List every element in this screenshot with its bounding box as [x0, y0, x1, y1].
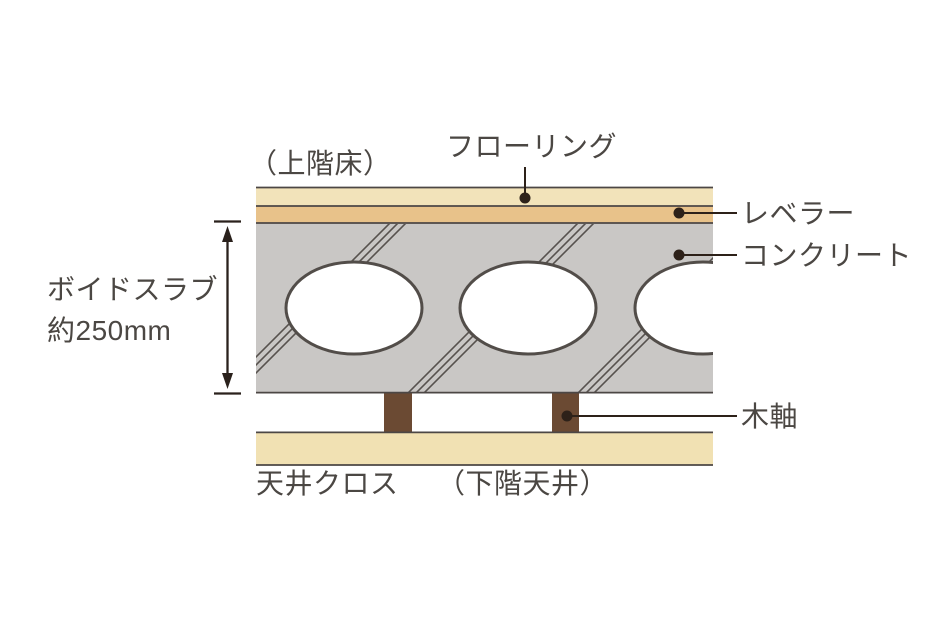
dimension-arrowhead-down: [222, 373, 233, 389]
leveler-layer: [256, 206, 713, 223]
label-flooring: フローリング: [446, 131, 618, 162]
void-ellipses: [284, 260, 713, 356]
concrete-leader: [673, 249, 737, 261]
dimension-arrowhead-up: [222, 226, 233, 242]
label-concrete: コンクリート: [741, 240, 913, 271]
void-ellipse-3: [633, 260, 713, 356]
leveler-leader: [673, 207, 737, 219]
void-ellipse-2: [458, 260, 598, 356]
flooring-leader-dot: [519, 192, 531, 204]
dimension-arrow: [214, 220, 241, 395]
label-lower-ceiling: （下階天井）: [437, 468, 609, 499]
wood-post-left: [384, 393, 412, 433]
label-void-slab-thickness: 約250mm: [47, 315, 172, 346]
flooring-leader: [519, 167, 531, 204]
wood-frame-leader-dot: [561, 410, 573, 422]
concrete-leader-dot: [673, 249, 685, 261]
leveler-leader-dot: [673, 207, 685, 219]
label-upper-floor: （上階床）: [249, 148, 392, 179]
wood-frame-leader: [561, 410, 737, 422]
label-wood-frame: 木軸: [741, 401, 799, 432]
void-ellipse-1: [284, 260, 424, 356]
label-ceiling-cloth: 天井クロス: [256, 468, 399, 499]
leader-lines: [519, 167, 737, 422]
layer-border-lines: [256, 186, 713, 466]
flooring-layer: [256, 187, 713, 206]
label-leveler: レベラー: [741, 198, 856, 229]
label-void-slab: ボイドスラブ: [47, 274, 219, 305]
ceiling-layer: [256, 432, 713, 465]
